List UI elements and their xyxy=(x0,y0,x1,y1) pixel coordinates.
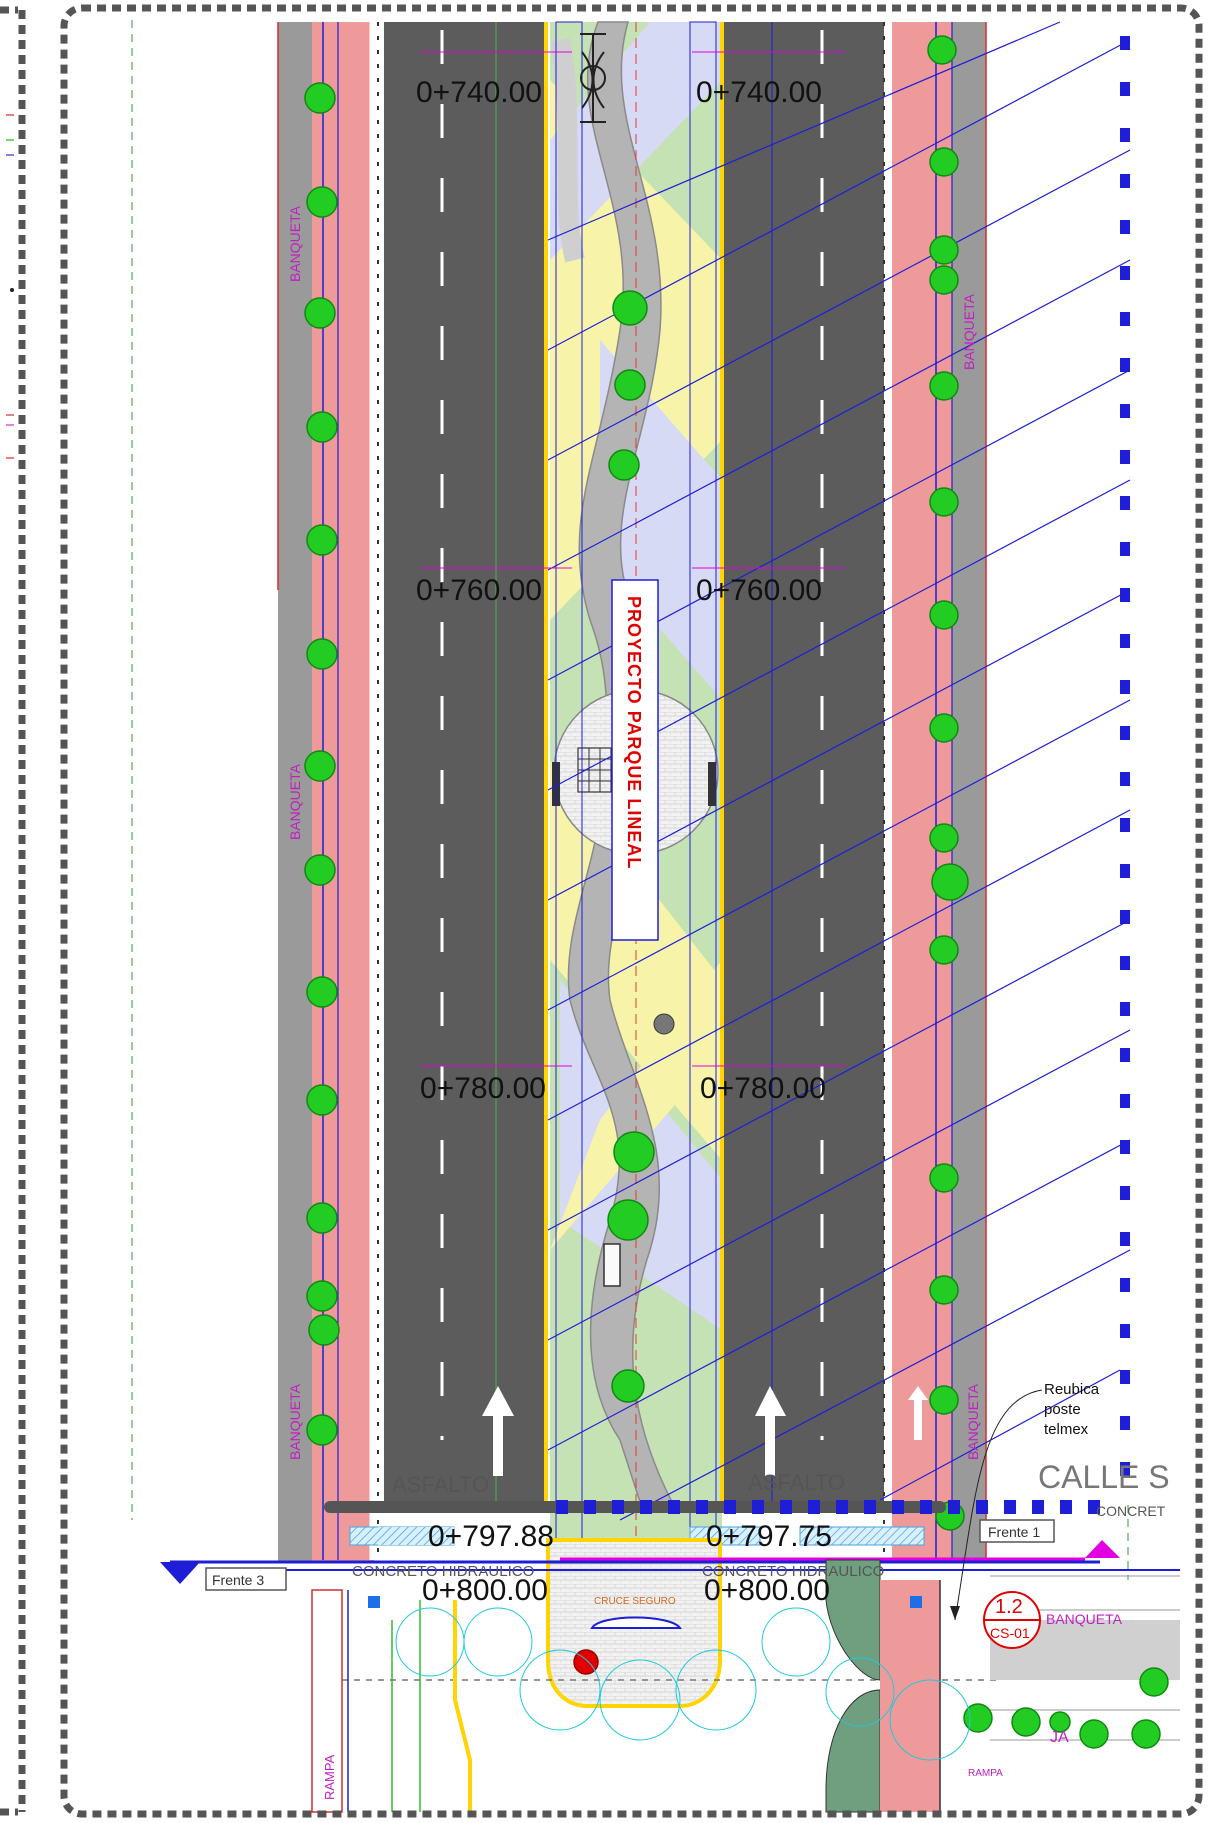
station-label: 0+800.00 xyxy=(704,1574,830,1607)
right-roadway xyxy=(724,22,884,1502)
left-tree-row xyxy=(304,82,340,1446)
frente-3-label: Frente 3 xyxy=(212,1572,264,1588)
station-label: 0+740.00 xyxy=(696,76,822,109)
frente-3-tag xyxy=(205,1567,287,1591)
concreto-cut-label: CONCRET xyxy=(1096,1503,1166,1519)
right-tree-row xyxy=(927,35,969,1531)
project-title: PROYECTO PARQUE LINEAL xyxy=(624,596,644,869)
banqueta-label: BANQUETA xyxy=(1046,1611,1123,1627)
station-label: 0+760.00 xyxy=(696,574,822,607)
station-label: 0+740.00 xyxy=(416,76,542,109)
street-name: CALLE S xyxy=(1038,1459,1170,1495)
note-line: Reubica xyxy=(1044,1381,1100,1398)
detail-ref-number: 1.2 xyxy=(995,1596,1023,1618)
asfalto-label: ASFALTO xyxy=(748,1470,845,1495)
note-line: poste xyxy=(1044,1401,1081,1418)
frente-1-label: Frente 1 xyxy=(988,1524,1040,1540)
banqueta-label: BANQUETA xyxy=(287,205,303,282)
note-line: telmex xyxy=(1044,1421,1089,1438)
banqueta-label: BANQUETA xyxy=(961,293,977,370)
station-label: 0+760.00 xyxy=(416,574,542,607)
jardin-label: JA xyxy=(1050,1729,1069,1746)
left-sheet-frame xyxy=(0,6,26,1816)
banqueta-label: BANQUETA xyxy=(287,1383,303,1460)
relocation-note: Reubica poste telmex xyxy=(1044,1381,1100,1438)
station-label: 0+780.00 xyxy=(420,1072,546,1105)
left-roadway xyxy=(384,22,548,1502)
rampa-label: RAMPA xyxy=(322,1754,337,1800)
banqueta-label: BANQUETA xyxy=(287,763,303,840)
station-label: 0+797.88 xyxy=(428,1520,554,1553)
station-label: 0+797.75 xyxy=(706,1520,832,1553)
rampa-label: RAMPA xyxy=(968,1768,1003,1779)
sheet-frame xyxy=(60,4,1203,1818)
station-label: 0+800.00 xyxy=(422,1574,548,1607)
left-curb-zone xyxy=(278,22,312,1562)
frente-1-tag xyxy=(979,1519,1055,1543)
banqueta-label: BANQUETA xyxy=(965,1383,981,1460)
project-title-box xyxy=(611,579,659,941)
station-label: 0+780.00 xyxy=(700,1072,826,1105)
concreto-label: CONCRETO HIDRAULICO xyxy=(702,1563,884,1580)
detail-ref-sheet: CS-01 xyxy=(990,1625,1030,1641)
median-trees xyxy=(607,290,655,1403)
traffic-arrows xyxy=(482,1386,928,1476)
asfalto-label: ASFALTO xyxy=(392,1472,489,1497)
concreto-label: CONCRETO HIDRAULICO xyxy=(352,1563,534,1580)
cruce-seguro-label: CRUCE SEGURO xyxy=(594,1596,676,1607)
